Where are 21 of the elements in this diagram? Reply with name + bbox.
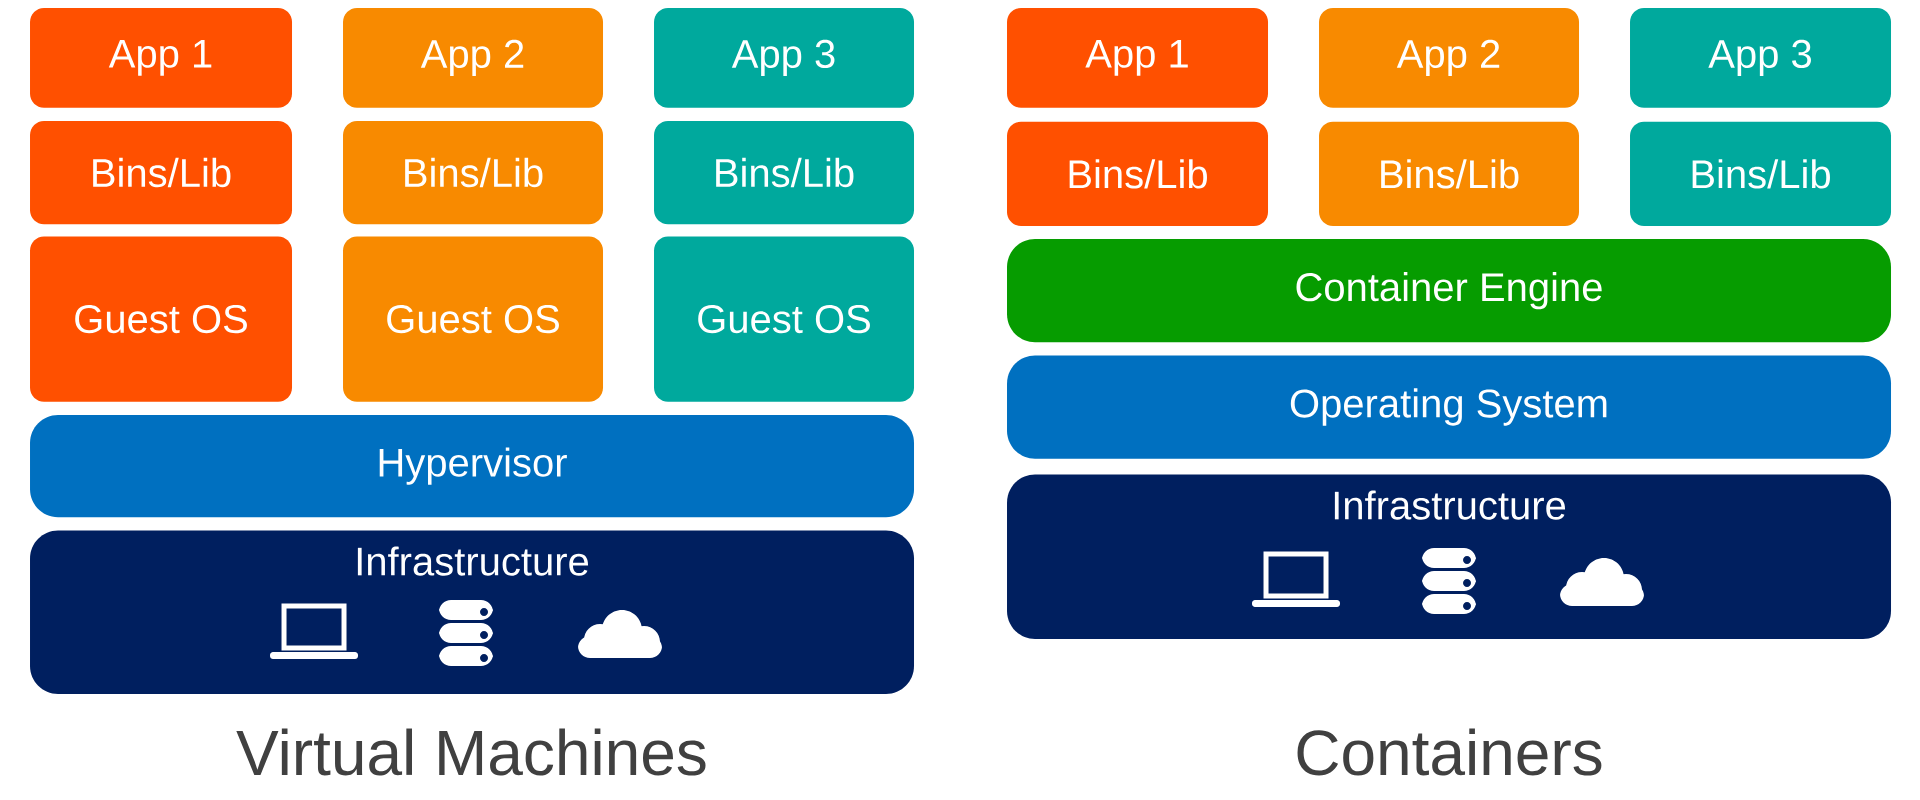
- layer-box: App 1: [1007, 8, 1268, 108]
- layer-box: App 3: [1630, 8, 1891, 108]
- layer-box: Guest OS: [343, 236, 603, 402]
- infrastructure-band: Infrastructure: [30, 530, 914, 694]
- layer-band: Hypervisor: [30, 414, 914, 518]
- layer-box: App 2: [1319, 8, 1579, 108]
- layer-box: Bins/Lib: [343, 120, 603, 225]
- layer-box: Guest OS: [30, 236, 292, 402]
- layer-band: Operating System: [1007, 355, 1891, 459]
- layer-box: Bins/Lib: [1630, 121, 1891, 226]
- layer-box: Guest OS: [654, 236, 914, 402]
- layer-box: Bins/Lib: [1319, 121, 1579, 226]
- section-title: Containers: [1297, 728, 1602, 776]
- layer-box: Bins/Lib: [30, 120, 292, 225]
- layer-box: App 1: [30, 8, 292, 108]
- layer-box: Bins/Lib: [654, 120, 914, 225]
- layer-box: App 2: [343, 8, 603, 108]
- layer-box: App 3: [654, 8, 914, 108]
- infrastructure-band: Infrastructure: [1007, 474, 1891, 639]
- layer-box: Bins/Lib: [1007, 121, 1268, 226]
- layer-band: Container Engine: [1007, 239, 1891, 343]
